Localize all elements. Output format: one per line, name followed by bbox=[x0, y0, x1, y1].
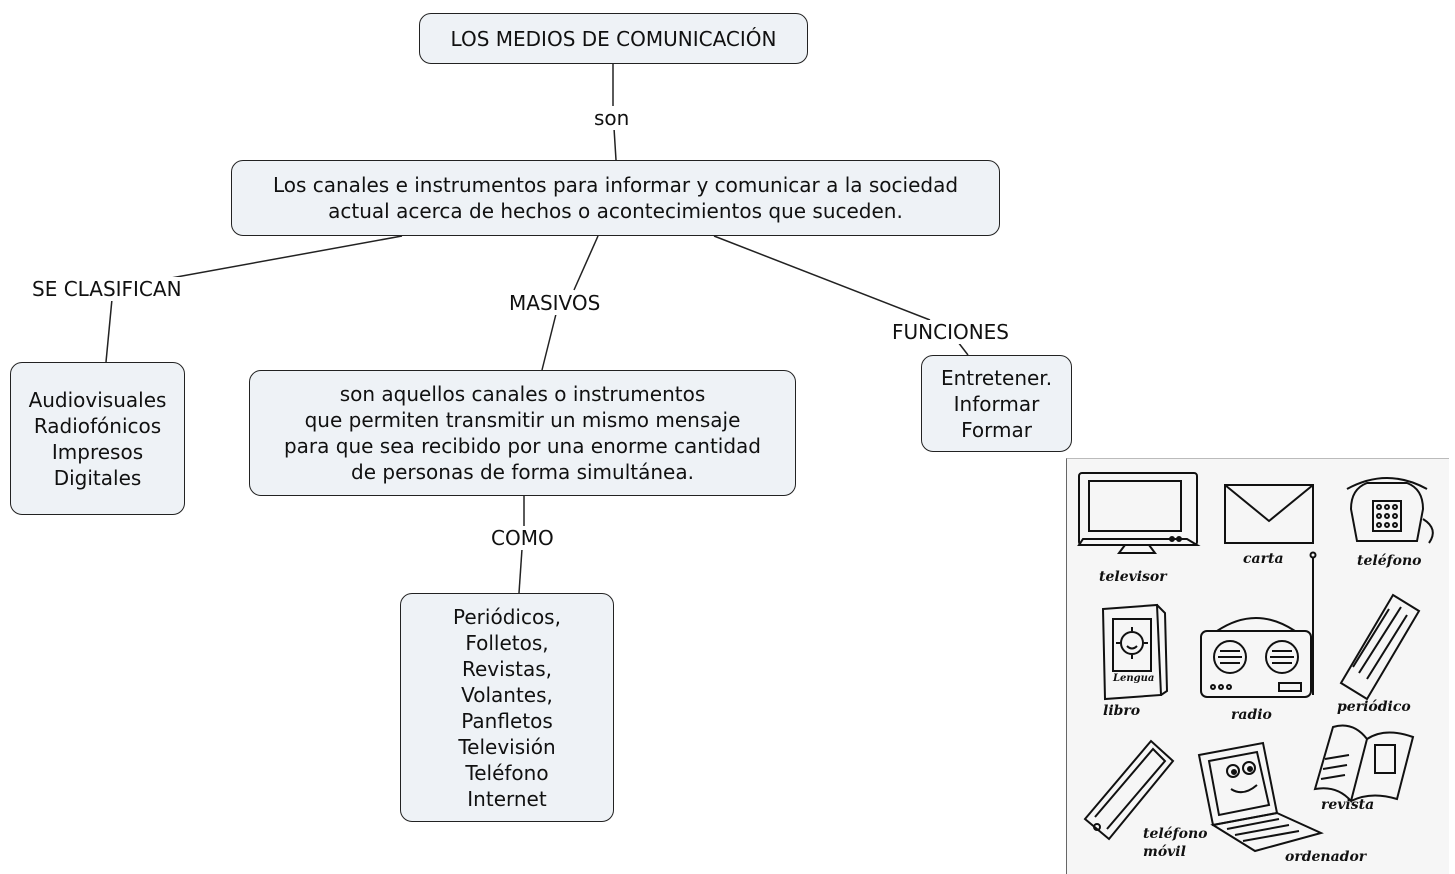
root-concept-text: LOS MEDIOS DE COMUNICACIÓN bbox=[450, 26, 777, 51]
caption-telefono: teléfono bbox=[1357, 553, 1422, 569]
link-clasifican-types bbox=[105, 298, 113, 363]
caption-libro: libro bbox=[1103, 703, 1141, 719]
caption-televisor: televisor bbox=[1099, 569, 1167, 585]
link-masivos-masivosdef bbox=[541, 313, 557, 371]
definition-concept-text: Los canales e instrumentos para informar… bbox=[272, 173, 959, 223]
television-icon bbox=[1077, 472, 1201, 554]
caption-radio: radio bbox=[1231, 707, 1272, 723]
caption-revista: revista bbox=[1321, 797, 1375, 813]
root-concept: LOS MEDIOS DE COMUNICACIÓN bbox=[419, 13, 808, 64]
caption-carta: carta bbox=[1243, 551, 1284, 567]
laptop-icon bbox=[1197, 741, 1324, 853]
definition-concept: Los canales e instrumentos para informar… bbox=[231, 160, 1000, 236]
functions-concept: Entretener. Informar Formar bbox=[921, 355, 1072, 452]
media-clipart bbox=[1077, 472, 1434, 853]
mobile-phone-icon bbox=[1083, 739, 1175, 841]
types-concept-text: Audiovisuales Radiofónicos Impresos Digi… bbox=[28, 387, 167, 490]
link-definition-masivos bbox=[573, 235, 599, 291]
caption-ordenador: ordenador bbox=[1285, 849, 1367, 865]
telephone-icon bbox=[1346, 477, 1434, 544]
types-concept: Audiovisuales Radiofónicos Impresos Digi… bbox=[10, 362, 185, 515]
book-cover-text: Lengua bbox=[1113, 673, 1155, 684]
radio-icon bbox=[1200, 551, 1317, 698]
link-label-funciones: FUNCIONES bbox=[891, 320, 1011, 344]
masivos-concept-text: son aquellos canales o instrumentos que … bbox=[283, 382, 762, 484]
link-label-como: COMO bbox=[490, 526, 555, 550]
link-label-se-clasifican: SE CLASIFICAN bbox=[31, 277, 183, 301]
link-label-masivos: MASIVOS bbox=[508, 291, 602, 315]
media-clipart-panel: televisor carta teléfono libro radio per… bbox=[1066, 458, 1449, 874]
examples-concept: Periódicos, Folletos, Revistas, Volantes… bbox=[400, 593, 614, 822]
book-icon bbox=[1101, 603, 1169, 701]
link-label-son: son bbox=[593, 106, 631, 130]
functions-concept-text: Entretener. Informar Formar bbox=[940, 365, 1053, 442]
link-definition-funciones bbox=[713, 235, 931, 321]
magazine-icon bbox=[1313, 724, 1415, 804]
link-definition-clasifican bbox=[159, 235, 403, 281]
newspaper-icon bbox=[1339, 593, 1421, 701]
link-son-definition bbox=[613, 127, 617, 161]
examples-concept-text: Periódicos, Folletos, Revistas, Volantes… bbox=[453, 604, 561, 811]
caption-telefono-movil: teléfono móvil bbox=[1143, 826, 1208, 860]
letter-icon bbox=[1224, 484, 1314, 544]
masivos-concept: son aquellos canales o instrumentos que … bbox=[249, 370, 796, 496]
link-como-examples bbox=[518, 548, 523, 594]
link-funciones-functions bbox=[957, 341, 969, 356]
caption-periodico: periódico bbox=[1337, 699, 1411, 715]
